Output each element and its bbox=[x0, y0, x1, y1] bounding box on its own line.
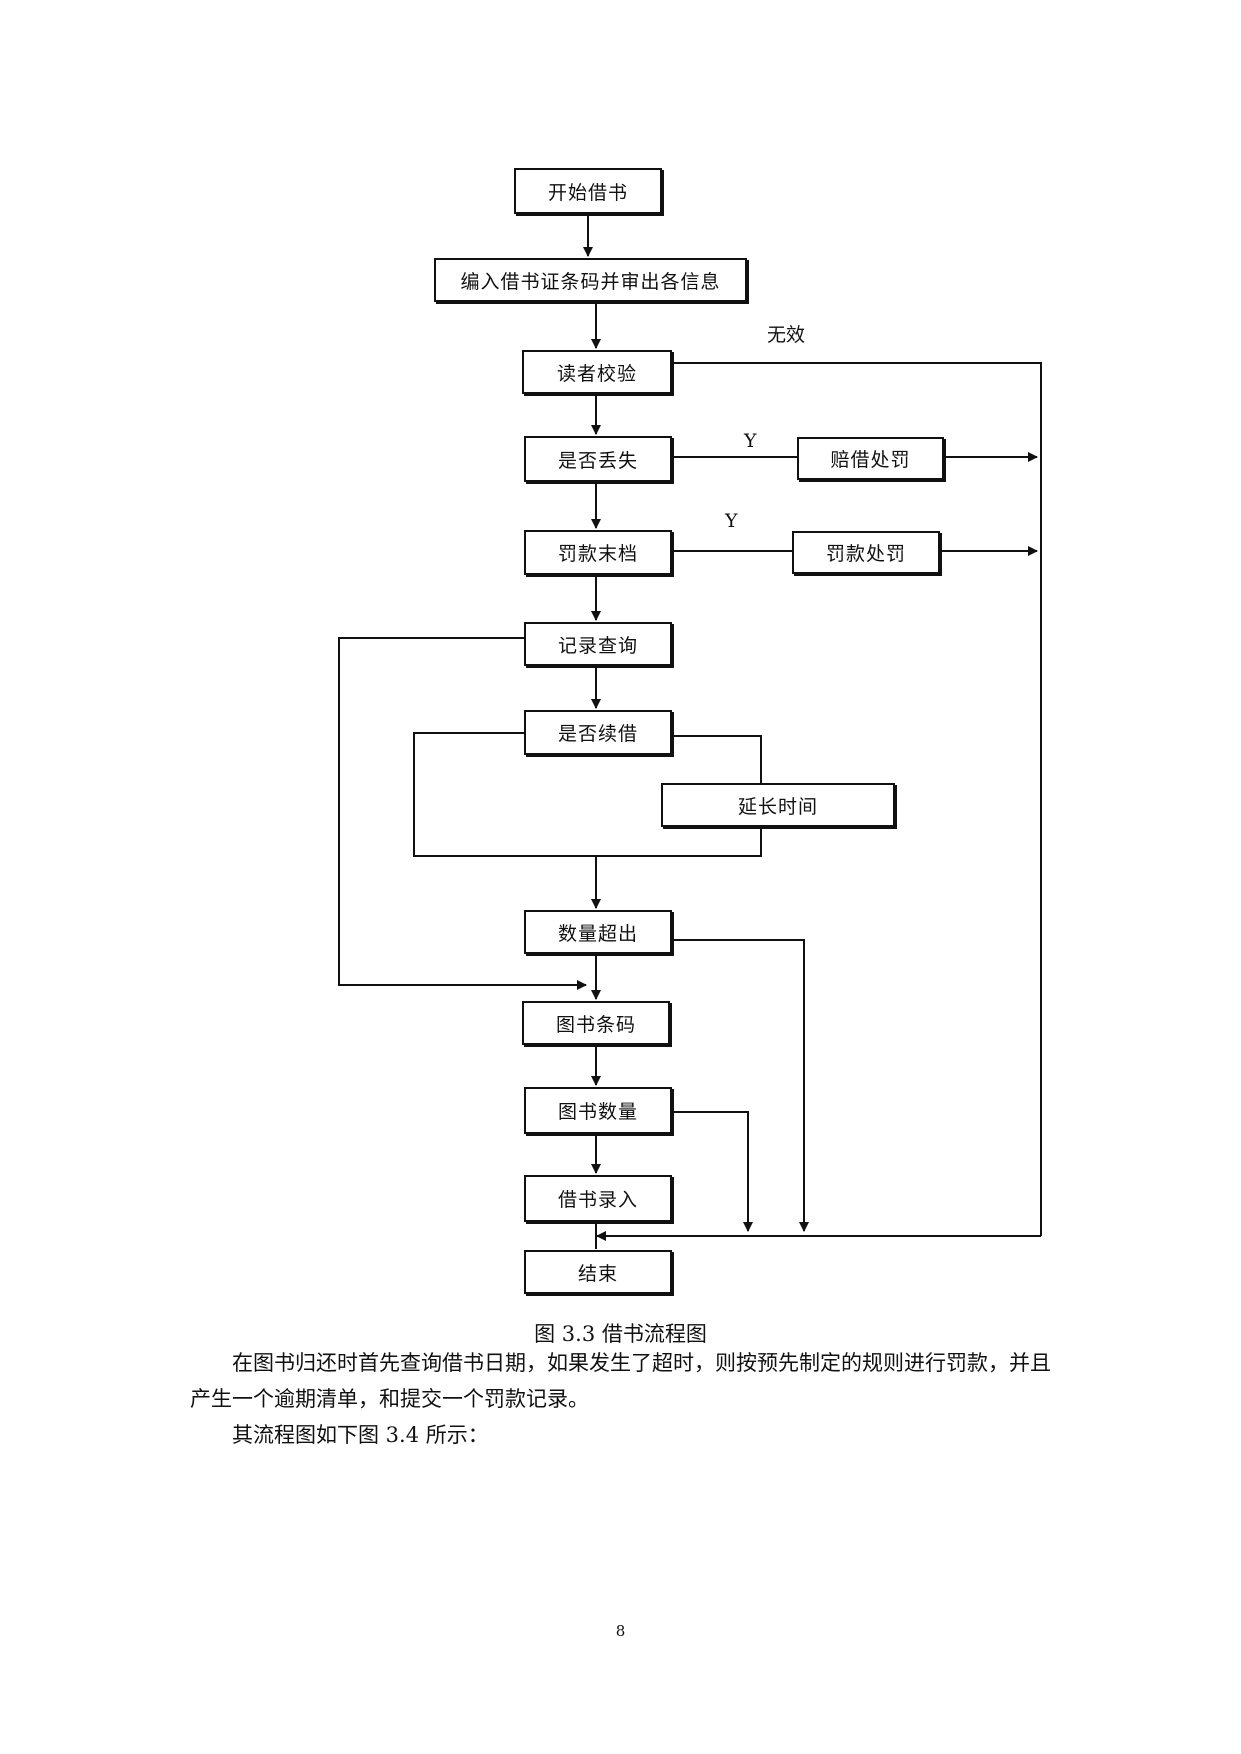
body-paragraph-2: 其流程图如下图 3.4 所示： bbox=[232, 1423, 489, 1447]
flow-node-extend-time: 延长时间 bbox=[661, 783, 895, 827]
flow-node-end: 结束 bbox=[524, 1250, 672, 1294]
page-number: 8 bbox=[615, 1622, 626, 1640]
flow-node-borrow-entry: 借书录入 bbox=[524, 1175, 672, 1222]
flow-node-renew-check: 是否续借 bbox=[524, 710, 672, 755]
flow-node-compensate: 赔借处罚 bbox=[797, 437, 944, 480]
flow-node-record-query: 记录查询 bbox=[524, 622, 672, 666]
flow-node-start: 开始借书 bbox=[514, 168, 662, 214]
flow-node-book-barcode: 图书条码 bbox=[522, 1001, 670, 1045]
flow-node-fine-check: 罚款末档 bbox=[524, 530, 672, 575]
body-paragraph-1: 在图书归还时首先查询借书日期，如果发生了超时，则按预先制定的规则进行罚款，并且产… bbox=[190, 1351, 1051, 1411]
edge-label-invalid: 无效 bbox=[767, 324, 806, 346]
flow-node-qty-exceed: 数量超出 bbox=[524, 910, 672, 954]
edge-label-yes-lost: Y bbox=[744, 430, 757, 452]
flow-node-book-qty: 图书数量 bbox=[524, 1087, 672, 1134]
flow-node-lost-check: 是否丢失 bbox=[524, 436, 672, 482]
flow-node-fine-penalty: 罚款处罚 bbox=[792, 531, 940, 574]
edge-label-yes-fine: Y bbox=[725, 510, 738, 532]
flow-node-input-barcode: 编入借书证条码并审出各信息 bbox=[434, 258, 747, 302]
flow-node-reader-check: 读者校验 bbox=[522, 350, 672, 394]
figure-caption: 图 3.3 借书流程图 bbox=[534, 1322, 707, 1346]
